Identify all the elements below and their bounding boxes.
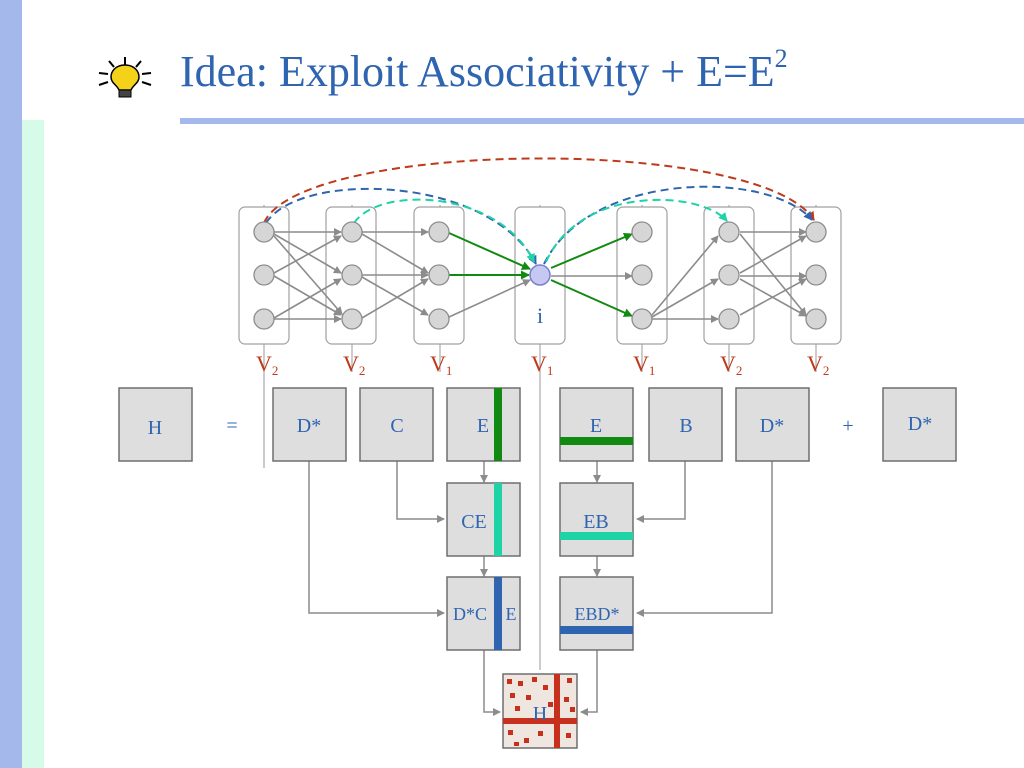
node <box>341 221 363 243</box>
blue-dashed-arc-left <box>265 187 537 265</box>
e-box-left <box>446 387 521 462</box>
center-node-i <box>529 264 551 286</box>
title-superscript: 2 <box>774 44 788 73</box>
e-box-right <box>559 387 634 462</box>
c-label: C <box>390 415 403 437</box>
h-box <box>118 387 193 462</box>
layer-label: V2 <box>343 351 365 378</box>
d-star-label-2: D* <box>760 415 784 437</box>
ce-box <box>446 482 521 557</box>
blue-column-band <box>494 577 502 650</box>
node <box>631 221 653 243</box>
ebd-box <box>559 576 634 651</box>
node <box>341 308 363 330</box>
graph-edges <box>273 228 807 323</box>
slide-title: Idea: Exploit Associativity + E=E2 <box>180 46 788 96</box>
left-accent-bar <box>0 0 22 768</box>
title-text: Idea: Exploit Associativity + E=E <box>180 47 775 96</box>
node <box>805 221 827 243</box>
d-star-box-right <box>882 387 957 462</box>
dce-box <box>446 576 521 651</box>
teal-column-band <box>494 483 502 556</box>
graph-nodes <box>253 221 827 330</box>
node <box>805 308 827 330</box>
teal-dashed-arc-right <box>545 198 728 263</box>
layer-label: V1 <box>430 351 452 378</box>
node <box>428 308 450 330</box>
node <box>253 264 275 286</box>
blue-row-band <box>560 626 633 634</box>
node <box>341 264 363 286</box>
center-node-label: i <box>537 303 543 328</box>
d-star-box-2 <box>735 387 810 462</box>
node <box>428 264 450 286</box>
teal-dashed-arc-left <box>353 198 535 263</box>
dce-label: D*C <box>453 604 487 624</box>
green-column-band <box>494 388 502 461</box>
matrix-boxes <box>118 387 957 651</box>
c-box <box>359 387 434 462</box>
node <box>805 264 827 286</box>
layer-label: V2 <box>720 351 742 378</box>
d-star-label: D* <box>297 415 321 437</box>
layer-label: V2 <box>256 351 278 378</box>
b-box <box>648 387 723 462</box>
red-dashed-arc <box>263 157 815 224</box>
title-underline <box>180 118 1024 124</box>
node <box>253 221 275 243</box>
green-edges <box>448 232 633 317</box>
dce-e-label: E <box>506 604 517 624</box>
ce-label: CE <box>461 511 487 533</box>
eb-box <box>559 482 634 557</box>
d-star-box <box>272 387 347 462</box>
plus-sign: + <box>842 415 853 437</box>
layer-labels: V2 V2 V1 V1 V1 V2 V2 <box>256 351 829 378</box>
green-row-band <box>560 437 633 445</box>
e-label-left: E <box>477 415 489 437</box>
layer-label: V1 <box>531 351 553 378</box>
eb-label: EB <box>583 511 609 533</box>
node <box>253 308 275 330</box>
layer-label: V1 <box>633 351 655 378</box>
node <box>718 308 740 330</box>
node <box>631 308 653 330</box>
teal-row-band <box>560 532 633 540</box>
node <box>718 264 740 286</box>
lightbulb-icon <box>98 57 152 98</box>
flow-connectors <box>308 461 773 716</box>
node <box>718 221 740 243</box>
result-h-matrix <box>502 673 578 749</box>
box-labels: H = D* C E E B D* + D* CE EB D*C E EBD* … <box>148 413 932 725</box>
ebd-label: EBD* <box>575 604 620 624</box>
equals-sign: = <box>226 415 237 437</box>
node <box>428 221 450 243</box>
b-label: B <box>679 415 692 437</box>
blue-dashed-arc-right <box>543 185 813 265</box>
layer-label: V2 <box>807 351 829 378</box>
h-label: H <box>148 417 162 439</box>
e-label-right: E <box>590 415 602 437</box>
d-star-label-right: D* <box>908 413 932 435</box>
node <box>631 264 653 286</box>
left-accent-panel <box>22 120 44 768</box>
result-h-label: H <box>533 703 547 725</box>
